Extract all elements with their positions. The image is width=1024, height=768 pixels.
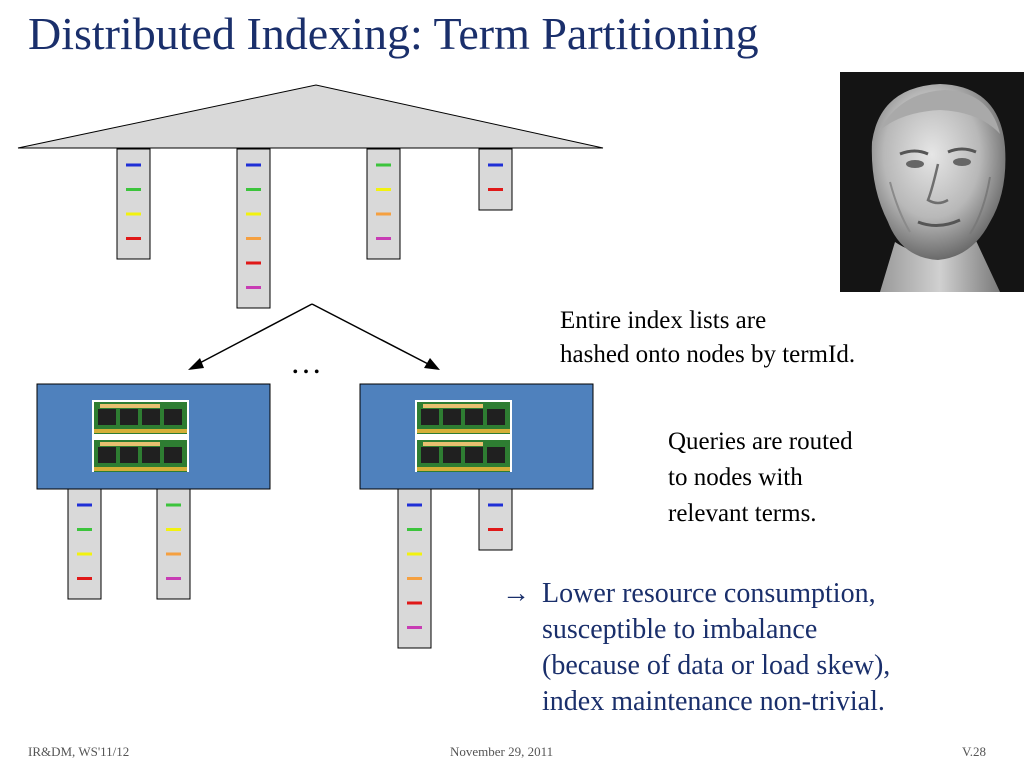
arrow-left-head <box>188 358 204 370</box>
ram-label <box>423 442 483 446</box>
text-routed-line-2: to nodes with <box>668 464 803 491</box>
caesar-bust-image <box>840 72 1024 292</box>
ram-chip <box>142 409 160 425</box>
ram-chip <box>120 409 138 425</box>
ram-chip <box>421 447 439 463</box>
node-list-3 <box>397 488 432 649</box>
ram-chip <box>487 409 505 425</box>
slide-title: Distributed Indexing: Term Partitioning <box>28 8 759 59</box>
footer-date: November 29, 2011 <box>450 744 554 759</box>
arrow-right-head <box>424 358 440 370</box>
ram-chip <box>142 447 160 463</box>
ram-chip <box>443 447 461 463</box>
ram-label <box>100 404 160 408</box>
global-list-2 <box>236 148 271 309</box>
ram-contacts <box>94 467 187 471</box>
ellipsis: … <box>290 344 326 380</box>
ram-contacts <box>417 467 510 471</box>
arrow-right-line <box>311 303 433 367</box>
text-routed-line-3: relevant terms. <box>668 500 817 527</box>
global-list-3 <box>366 148 401 260</box>
ram-contacts <box>94 429 187 433</box>
ram-chip <box>98 409 116 425</box>
text-hashed-line-1: Entire index lists are <box>560 307 767 334</box>
memory-module-icon <box>415 400 512 472</box>
ram-contacts <box>417 429 510 433</box>
global-index-lists <box>116 148 513 309</box>
text-hashed-line-2: hashed onto nodes by termId. <box>560 341 856 368</box>
bullet-line-4: index maintenance non-trivial. <box>542 686 885 717</box>
bullet-line-2: susceptible to imbalance <box>542 614 818 645</box>
bullet-line-3: (because of data or load skew), <box>542 650 891 681</box>
ram-chip <box>164 447 182 463</box>
node-list-2 <box>156 488 191 600</box>
routing-arrows <box>188 303 440 370</box>
global-list-1 <box>116 148 151 260</box>
ram-chip <box>487 447 505 463</box>
ram-chip <box>120 447 138 463</box>
ram-chip <box>421 409 439 425</box>
footer-page: V.28 <box>962 744 986 759</box>
ram-label <box>423 404 483 408</box>
ram-chip <box>465 447 483 463</box>
ram-chip <box>443 409 461 425</box>
node-list-1 <box>67 488 102 600</box>
arrow-bullet-icon: → <box>502 578 530 609</box>
ram-chip <box>465 409 483 425</box>
global-index-triangle <box>17 84 604 149</box>
ram-chip <box>98 447 116 463</box>
footer-course: IR&DM, WS'11/12 <box>28 744 130 759</box>
arrow-left-line <box>193 303 313 367</box>
memory-module-icon <box>92 400 189 472</box>
node-index-lists <box>67 488 513 649</box>
global-list-4 <box>478 148 513 211</box>
node-list-4 <box>478 488 513 551</box>
ram-chip <box>164 409 182 425</box>
ram-label <box>100 442 160 446</box>
bullet-line-1: Lower resource consumption, <box>542 578 876 609</box>
text-routed-line-1: Queries are routed <box>668 428 853 455</box>
